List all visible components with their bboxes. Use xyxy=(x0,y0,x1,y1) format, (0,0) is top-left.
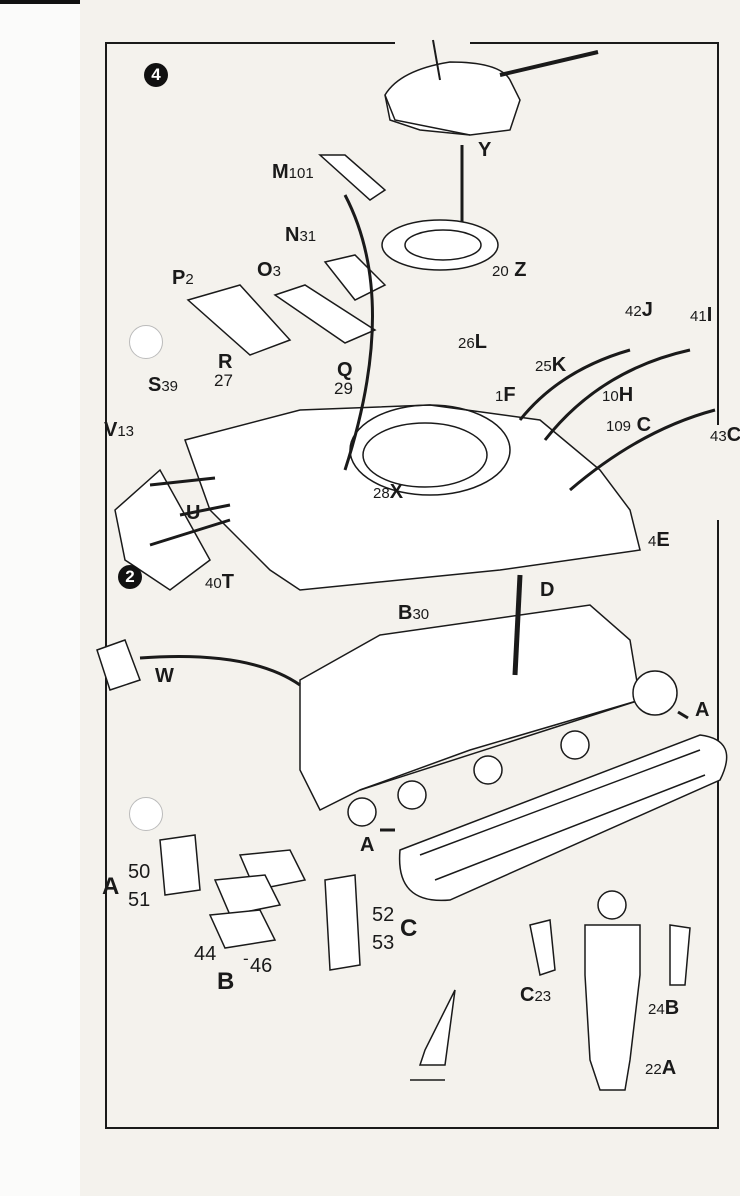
hatch-o xyxy=(273,284,377,344)
label-y: Y xyxy=(478,139,492,161)
upper-hull xyxy=(184,404,641,591)
label-w: W xyxy=(155,665,174,687)
label-25k: 25K xyxy=(535,354,567,376)
label-109c: 109 C xyxy=(606,414,652,436)
label-s39: S39 xyxy=(148,374,179,396)
label-4e: 4E xyxy=(648,529,670,551)
hatch-p xyxy=(186,284,292,356)
label-p2: P2 xyxy=(172,267,194,289)
label-b-periscope: B xyxy=(217,968,235,995)
label-r: R xyxy=(218,351,233,373)
front-plate xyxy=(114,468,211,591)
binder-hole-bottom xyxy=(129,797,163,831)
label-46: 46 xyxy=(250,955,273,977)
label-1f: 1F xyxy=(495,384,516,406)
stowage-box xyxy=(96,639,141,691)
scan-edge xyxy=(0,0,80,4)
label-a-sprocket: A xyxy=(695,699,710,721)
page-margin xyxy=(0,0,80,1196)
label-dash: - xyxy=(243,949,249,968)
arrows xyxy=(139,145,716,832)
label-c23: C23 xyxy=(520,984,552,1006)
label-41i: 41I xyxy=(690,304,713,326)
hatch-n xyxy=(323,254,387,301)
label-a-periscope: A xyxy=(102,873,120,900)
label-27: 27 xyxy=(214,371,233,390)
track xyxy=(398,734,728,902)
crew-figure xyxy=(529,890,691,1091)
label-26l: 26L xyxy=(458,331,487,353)
label-40t: 40T xyxy=(205,571,234,593)
label-n31: N31 xyxy=(285,224,317,246)
label-20z: 20 Z xyxy=(492,259,527,281)
label-m101: M101 xyxy=(272,161,314,183)
label-q: Q xyxy=(337,359,353,381)
label-51: 51 xyxy=(128,889,151,911)
step-number-4: 4 xyxy=(144,63,168,87)
binder-hole-top xyxy=(129,325,163,359)
label-v13: V13 xyxy=(104,419,135,441)
label-22a: 22A xyxy=(645,1057,677,1079)
label-a-wheel: A xyxy=(360,834,375,856)
lower-hull xyxy=(299,604,641,812)
periscope-parts xyxy=(159,834,361,971)
label-o3: O3 xyxy=(257,259,281,281)
label-43c: 43C xyxy=(710,424,740,446)
label-24b: 24B xyxy=(648,997,680,1019)
label-53: 53 xyxy=(372,932,395,954)
turret-ring xyxy=(381,219,499,271)
road-wheels xyxy=(347,670,678,827)
tool-detail xyxy=(410,989,456,1081)
label-29: 29 xyxy=(334,379,353,398)
frame xyxy=(105,42,719,1129)
step-number-2: 2 xyxy=(118,565,142,589)
label-u: U xyxy=(186,502,201,524)
turret xyxy=(384,39,599,136)
label-44: 44 xyxy=(194,943,217,965)
label-50: 50 xyxy=(128,861,151,883)
label-52: 52 xyxy=(372,904,395,926)
strap-part xyxy=(318,154,387,201)
label-d: D xyxy=(540,579,555,601)
label-28x: 28X xyxy=(373,481,404,503)
label-42j: 42J xyxy=(625,299,653,321)
label-c-periscope: C xyxy=(400,915,418,942)
label-10h: 10H xyxy=(602,384,634,406)
label-b30: B30 xyxy=(398,602,430,624)
